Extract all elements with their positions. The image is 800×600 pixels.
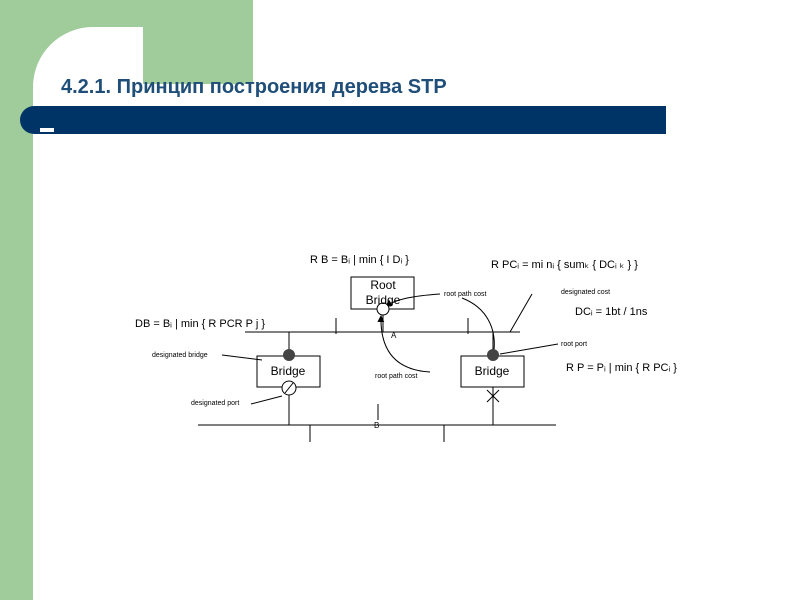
bridge-right-label: Bridge	[475, 364, 510, 378]
segment-a-label: A	[391, 331, 397, 340]
label-root-path-cost-mid: root path cost	[375, 373, 417, 380]
formula-rb: R B = Bᵢ | min { I Dᵢ }	[310, 254, 409, 266]
right-root-port	[487, 349, 499, 361]
root-path-cost-arrow-mid	[377, 315, 431, 373]
formula-db: DB = Bᵢ | min { R PCR P j }	[135, 318, 265, 330]
leader-designated-bridge	[221, 354, 263, 361]
left-port-slash	[284, 382, 294, 394]
formula-dc: DCᵢ = 1bt / 1ns	[575, 306, 648, 318]
label-designated-cost: designated cost	[561, 289, 610, 296]
bridge-left-label: Bridge	[271, 364, 306, 378]
blocked-port-x	[486, 389, 500, 403]
formula-rp: R P = Pᵢ | min { R PCᵢ }	[566, 362, 677, 374]
formula-rpc: R PCᵢ = mi nᵢ { sumₖ { DCᵢ ₖ } }	[491, 259, 638, 271]
root-path-cost-arrow-top	[385, 293, 441, 307]
root-bridge-line2: Bridge	[366, 293, 401, 307]
label-root-path-cost-top: root path cost	[444, 291, 486, 298]
segment-b-label: B	[374, 421, 379, 430]
leader-designated-port	[250, 395, 283, 405]
left-designated-port-top	[283, 349, 295, 361]
label-designated-port: designated port	[191, 400, 239, 407]
leader-designated-cost	[509, 293, 533, 333]
title-bar-notch	[40, 128, 54, 132]
root-path-cost-arrow-right	[461, 297, 495, 351]
label-designated-bridge: designated bridge	[152, 352, 208, 359]
page-title: 4.2.1. Принцип построения дерева STP	[61, 76, 447, 98]
root-bridge-port	[376, 302, 390, 316]
leader-root-port	[499, 343, 559, 355]
label-root-port: root port	[561, 341, 587, 348]
root-bridge-line1: Root	[370, 278, 396, 292]
side-band	[0, 0, 33, 600]
title-bar	[20, 106, 666, 134]
